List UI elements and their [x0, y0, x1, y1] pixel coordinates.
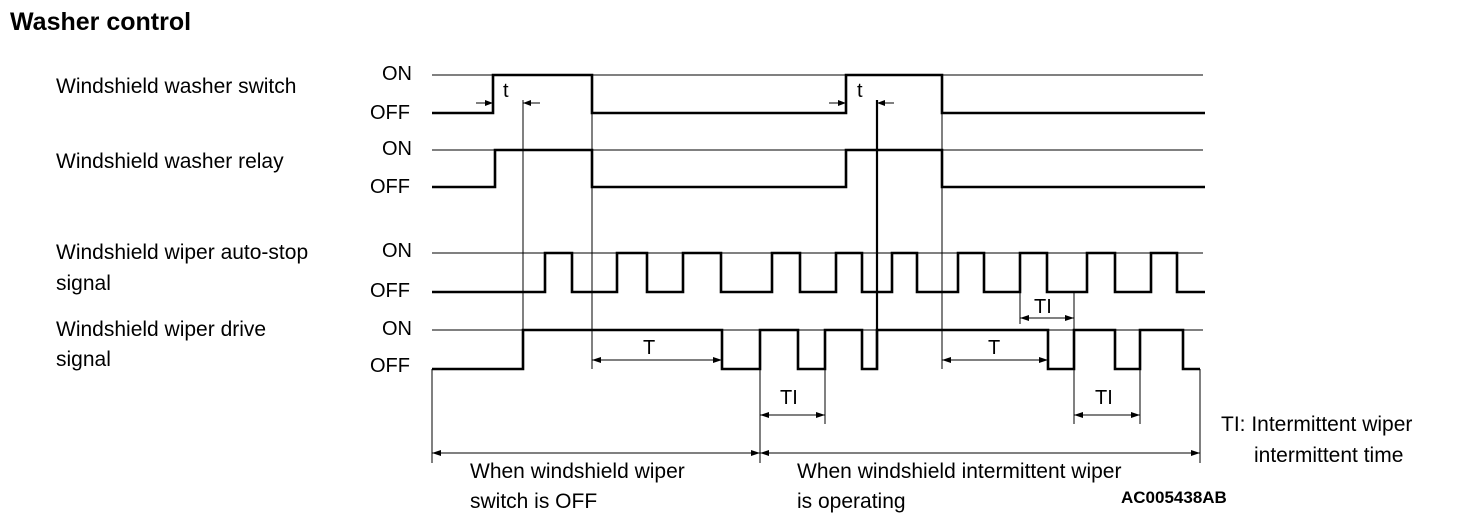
- state-on-2: ON: [382, 138, 412, 160]
- note-line1: TI: Intermittent wiper: [1221, 413, 1412, 436]
- TI-label-3: TI: [1095, 387, 1113, 409]
- range-wiper-off: [432, 450, 760, 456]
- state-off-4: OFF: [370, 355, 410, 377]
- T-label-1: T: [643, 337, 655, 359]
- state-on-4: ON: [382, 318, 412, 340]
- t-marker-2: [829, 100, 894, 106]
- figure-code: AC005438AB: [1121, 488, 1227, 507]
- T-label-2: T: [988, 337, 1000, 359]
- range-caption-1-line1: When windshield wiper: [470, 460, 685, 483]
- TI-label-1: TI: [1034, 296, 1052, 318]
- diagram-title: Washer control: [10, 8, 191, 36]
- state-off-3: OFF: [370, 280, 410, 302]
- label-drive-line1: Windshield wiper drive: [56, 318, 266, 341]
- washer-relay-waveform: [432, 148, 1205, 189]
- TI-interval-auto-stop: [1020, 315, 1074, 321]
- state-on-1: ON: [382, 63, 412, 85]
- TI-interval-drive-2: [1074, 412, 1140, 418]
- label-auto-stop-line2: signal: [56, 272, 111, 295]
- alignment-lines: [431, 100, 1201, 463]
- range-caption-2-line2: is operating: [797, 490, 906, 513]
- state-off-2: OFF: [370, 176, 410, 198]
- TI-interval-drive-1: [760, 412, 825, 418]
- label-drive-line2: signal: [56, 348, 111, 371]
- note-line2: intermittent time: [1254, 444, 1403, 467]
- washer-switch-waveform: [432, 73, 1205, 115]
- range-intermittent: [760, 450, 1200, 456]
- T-interval-2: [942, 357, 1048, 363]
- drive-signal-waveform: [432, 328, 1200, 371]
- range-caption-1-line2: switch is OFF: [470, 490, 597, 513]
- t-label-2: t: [857, 80, 863, 102]
- t-marker-1: [476, 100, 540, 106]
- T-interval-1: [592, 357, 722, 363]
- state-on-3: ON: [382, 240, 412, 262]
- label-auto-stop-line1: Windshield wiper auto-stop: [56, 241, 308, 264]
- t-label-1: t: [503, 80, 509, 102]
- auto-stop-waveform: [432, 251, 1205, 294]
- state-off-1: OFF: [370, 102, 410, 124]
- TI-label-2: TI: [780, 387, 798, 409]
- label-washer-relay: Windshield washer relay: [56, 150, 284, 173]
- range-caption-2-line1: When windshield intermittent wiper: [797, 460, 1121, 483]
- label-washer-switch: Windshield washer switch: [56, 75, 296, 98]
